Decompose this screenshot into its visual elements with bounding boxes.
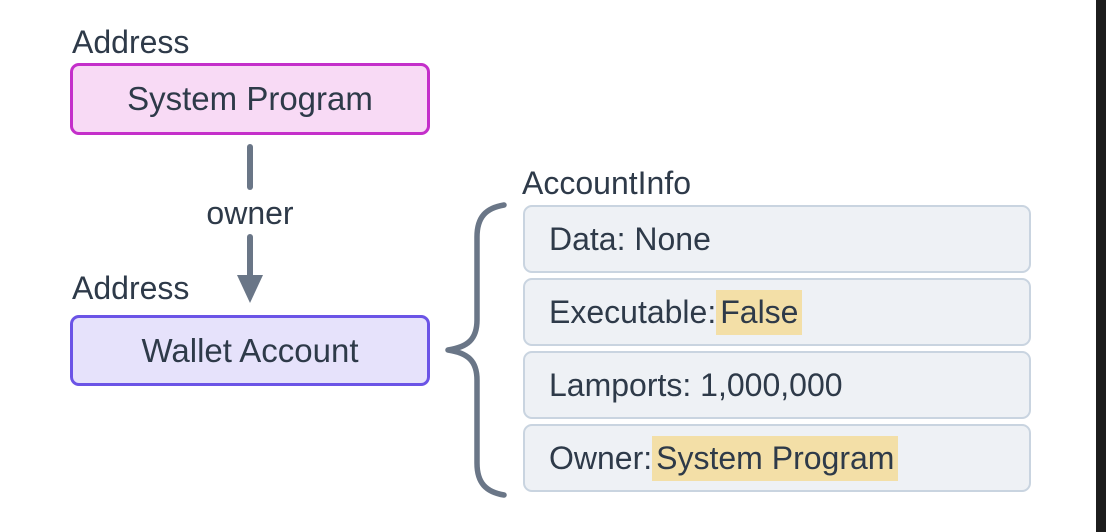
down-arrow-icon xyxy=(237,144,263,303)
curly-brace-icon xyxy=(445,202,507,498)
wallet-account-node-label: Wallet Account xyxy=(141,331,359,369)
window-right-edge xyxy=(1096,0,1106,532)
address-label-bottom: Address xyxy=(72,270,190,306)
system-program-node-label: System Program xyxy=(127,80,373,117)
row-lamports-text: Lamports: 1,000,000 xyxy=(549,366,843,403)
accountinfo-row-lamports: Lamports: 1,000,000 xyxy=(523,351,1031,419)
accountinfo-row-owner: Owner:System Program xyxy=(523,424,1031,492)
row-executable-value-highlight: False xyxy=(716,289,803,335)
accountinfo-rows: Data: None Executable:False Lamports: 1,… xyxy=(523,205,1031,492)
system-program-node: System Program xyxy=(70,63,430,135)
row-executable-label: Executable: xyxy=(549,293,717,330)
row-owner-label: Owner: xyxy=(549,439,653,476)
row-owner-value-highlight: System Program xyxy=(652,435,899,481)
wallet-account-node: Wallet Account xyxy=(70,315,430,386)
address-label-top: Address xyxy=(72,24,190,60)
accountinfo-row-data: Data: None xyxy=(523,205,1031,273)
owner-edge-label: owner xyxy=(206,195,294,231)
accountinfo-row-executable: Executable:False xyxy=(523,278,1031,346)
row-data-text: Data: None xyxy=(549,220,711,257)
accountinfo-title: AccountInfo xyxy=(522,165,691,201)
